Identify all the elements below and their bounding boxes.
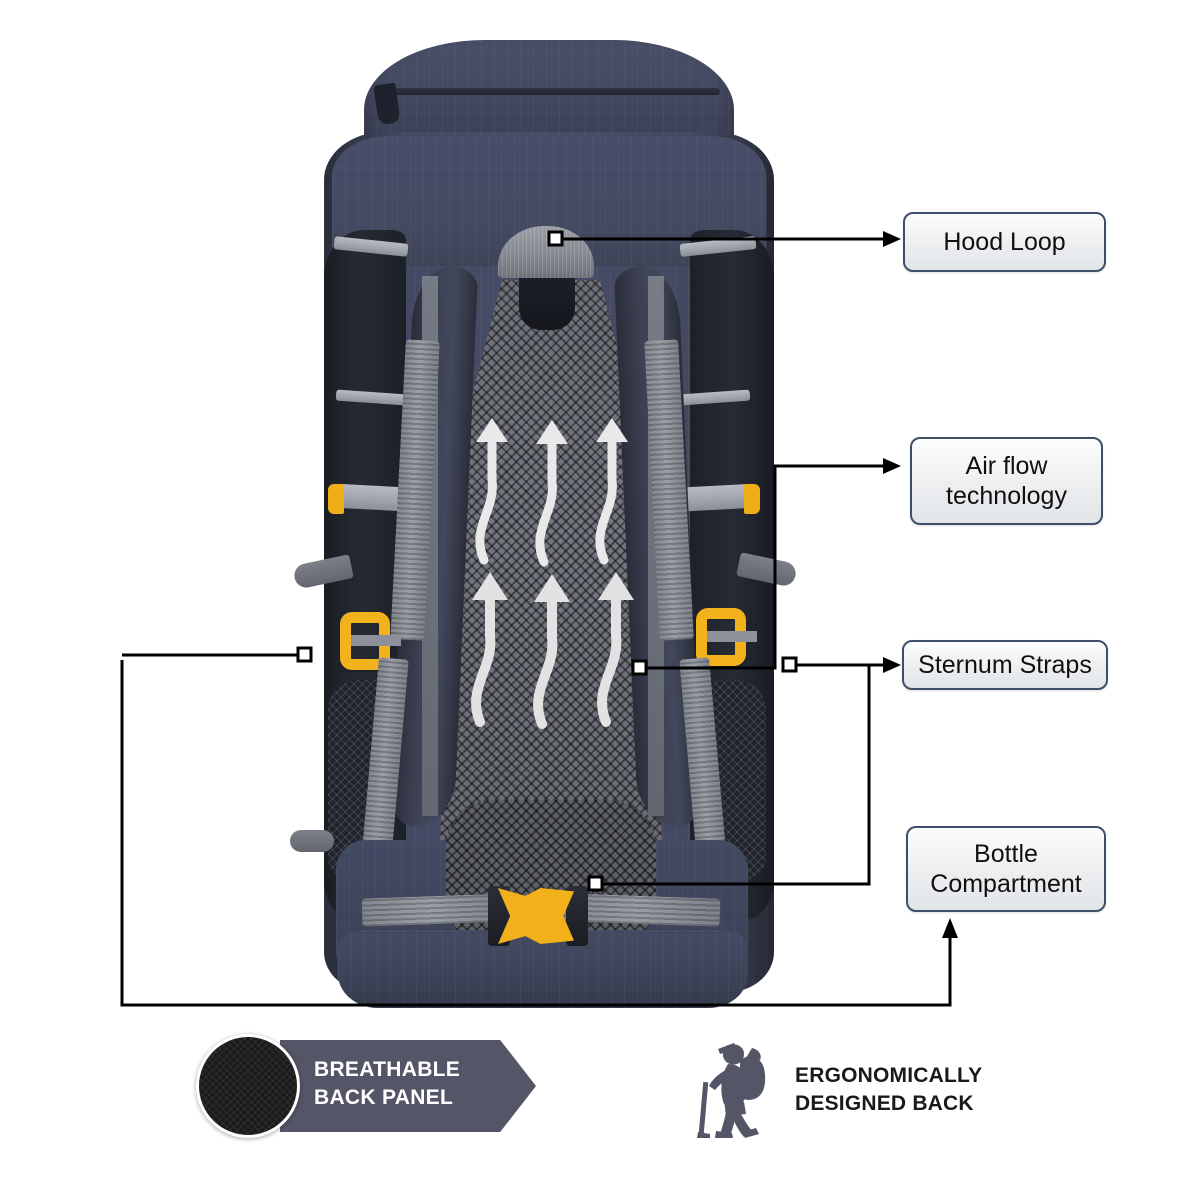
callout-hood-loop[interactable]: Hood Loop [903,212,1106,272]
air-flow-arrows-icon [471,418,634,729]
sternum-webbing-right-inner [707,631,757,642]
badge-breathable-line2: BACK PANEL [314,1085,454,1109]
callout-hood-loop-label: Hood Loop [943,227,1066,256]
side-loop-left [290,830,334,852]
arrowhead-sternum [883,657,901,673]
backpack-image [276,40,806,1010]
badge-ergo-line1: ERGONOMICALLY [795,1064,983,1087]
callout-air-flow-line2: technology [946,482,1067,510]
badge-breathable-line1: BREATHABLE [314,1058,461,1081]
hiker-silhouette-icon [697,1043,766,1138]
callout-sternum-straps-label: Sternum Straps [918,650,1092,679]
breathable-mesh-swatch-icon [196,1034,300,1138]
side-buckle-right [744,484,760,514]
callout-air-flow-line1: Air flow [965,451,1048,480]
lid-zipper [380,88,720,95]
arrowhead-hood [883,231,901,247]
arrowhead-airflow [883,458,901,474]
callout-air-flow-label: Air flow technology [946,451,1067,512]
callout-sternum-straps[interactable]: Sternum Straps [902,640,1108,690]
badge-arrow-shape [280,1040,536,1132]
badge-ergo-text: ERGONOMICALLY DESIGNED BACK [795,1062,995,1118]
sternum-webbing-left-inner [351,635,401,646]
side-buckle-left [328,484,344,514]
callout-bottle-line1: Bottle [974,839,1038,868]
badge-breathable-back-panel: BREATHABLE BACK PANEL [196,1034,536,1138]
badge-breathable-text: BREATHABLE BACK PANEL [314,1056,504,1111]
callout-bottle-label: Bottle Compartment [930,839,1081,900]
badge-ergonomically-designed-back: ERGONOMICALLY DESIGNED BACK [690,1038,990,1138]
callout-bottle-compartment[interactable]: Bottle Compartment [906,826,1106,912]
callout-bottle-line2: Compartment [930,870,1082,898]
badge-ergo-line2: DESIGNED BACK [795,1092,974,1116]
callout-air-flow-technology[interactable]: Air flow technology [910,437,1103,525]
arrowhead-bottle [942,918,958,938]
